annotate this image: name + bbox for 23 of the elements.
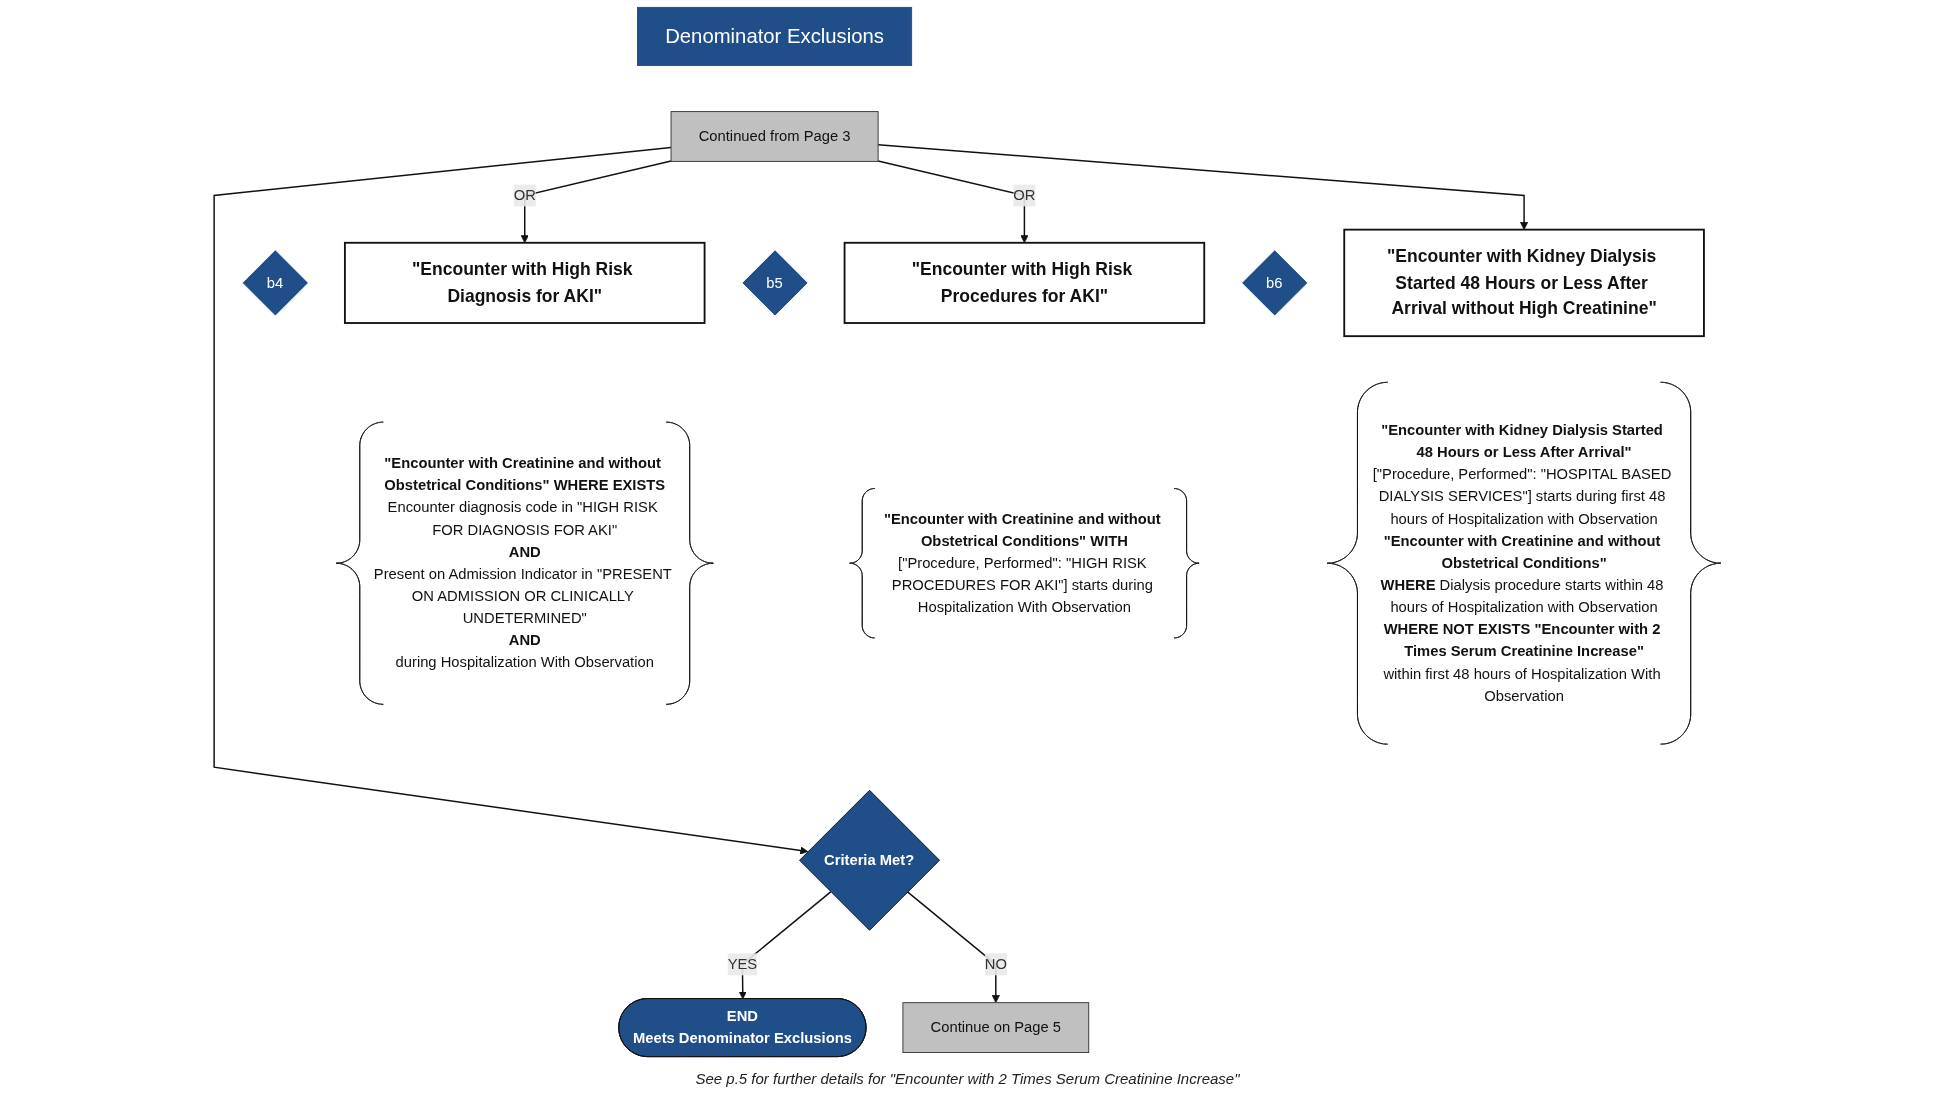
edge-label: OR	[1013, 187, 1036, 203]
arrow	[877, 160, 1029, 244]
edge-label: OR	[513, 187, 536, 203]
edge-label: YES	[727, 956, 758, 972]
node-text: "Encounter with Creatinine and without Obstetrical Conditions" WHERE EXISTS Encounter diagnosis code in "HIGH RISK FOR DIAGNOSIS FOR AKI" AND Present on Admission Indicator in "PRESENT ON ADMISSION OR CLINICALLY UNDETERMINED" AND during Hospitalization With Observation	[373, 455, 672, 671]
node-diamond: b6	[1241, 249, 1309, 317]
node-text: "Encounter with Kidney Dialysis Started 48 Hours or Less After Arrival" ["Procedure, Performed": "HOSPITAL BASED DIALYSIS SERVICES"] starts during first 48 hours of Hospitalization with Observation "Encounter with Creatinine and without Obstetrical Conditions" WHERE Dialysis procedure starts within 48 hours of Hospitalization with Observation WHERE NOT EXISTS "Encounter with 2 Times Serum Creatinine Increase" within first 48 hours of Hospitalization With Observation	[1372, 422, 1672, 704]
node-diamond: b4	[241, 249, 309, 317]
node-box: Continued from Page 3	[670, 111, 879, 162]
footnote: See p.5 for further details for "Encounter with 2 Times Serum Creatinine Increase"	[695, 1070, 1240, 1087]
arrow	[906, 891, 1000, 1004]
node-box: Denominator Exclusions	[637, 6, 913, 66]
arrow	[213, 146, 809, 855]
node-diamond: Criteria Met?	[799, 789, 941, 931]
node-box: "Encounter with High Risk Diagnosis for AKI"	[343, 241, 706, 324]
node-text: "Encounter with Creatinine and without Obstetrical Conditions" WITH ["Procedure, Performed": "HIGH RISK PROCEDURES FOR AKI"] starts during Hospitalization With Observation	[884, 510, 1161, 615]
node-box: Continue on Page 5	[902, 1002, 1090, 1053]
node-box: "Encounter with High Risk Procedures for AKI"	[843, 241, 1206, 324]
arrow	[520, 160, 672, 244]
arrow	[877, 143, 1529, 230]
node-box: "Encounter with Kidney Dialysis Started 48 Hours or Less After Arrival without High Creatinine"	[1343, 228, 1705, 338]
node-diamond: b5	[741, 249, 809, 317]
edge-label: NO	[984, 956, 1007, 972]
